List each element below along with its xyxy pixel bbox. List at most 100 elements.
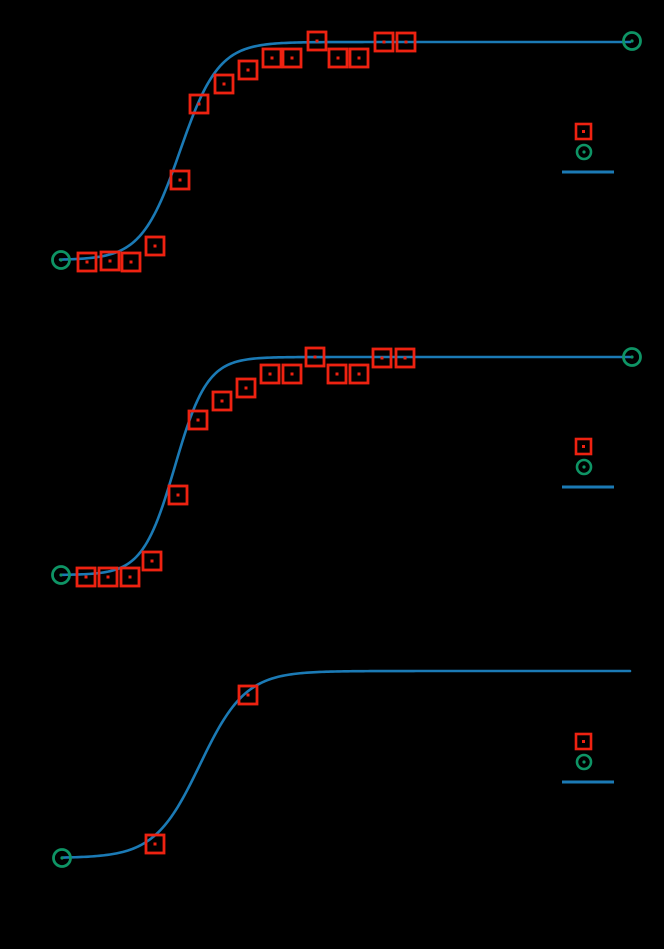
square-marker-outline — [188, 93, 210, 115]
square-marker-red-icon — [574, 122, 593, 141]
square-marker-outline — [348, 363, 370, 385]
legend-entry-line — [560, 774, 620, 796]
panel-3 — [0, 630, 664, 949]
square-marker-center — [129, 260, 133, 264]
square-marker-center — [150, 559, 154, 563]
square-marker-center — [222, 82, 226, 86]
square-marker-red — [144, 235, 166, 257]
square-marker-center — [246, 68, 250, 72]
circle-marker-green — [52, 848, 72, 868]
square-marker-center — [380, 356, 384, 360]
legend-entry-square — [560, 730, 620, 752]
panel-1 — [0, 0, 664, 315]
square-marker-outline — [306, 30, 328, 52]
square-marker-red — [281, 363, 303, 385]
circle-marker-center — [630, 39, 634, 43]
square-marker-outline — [394, 347, 416, 369]
square-marker-center — [246, 693, 250, 697]
circle-marker-green — [622, 31, 642, 51]
fitted-curve — [60, 355, 632, 577]
legend-entry-line — [560, 479, 620, 501]
square-marker-center — [403, 356, 407, 360]
square-marker-red-icon — [574, 437, 593, 456]
square-marker-outline — [144, 833, 166, 855]
circle-marker-green-icon — [575, 458, 593, 476]
square-marker-red — [395, 31, 417, 53]
square-marker-outline — [348, 47, 370, 69]
square-marker-outline — [97, 566, 119, 588]
square-marker-red — [348, 47, 370, 69]
square-marker-center — [357, 372, 361, 376]
square-marker-red — [99, 250, 121, 272]
square-marker-center — [128, 575, 132, 579]
square-marker-red — [120, 251, 142, 273]
circle-marker-green-icon — [575, 143, 593, 161]
square-marker-center — [382, 40, 386, 44]
square-marker-outline — [326, 363, 348, 385]
square-marker-red — [373, 31, 395, 53]
square-marker-outline — [144, 235, 166, 257]
square-marker-outline — [119, 566, 141, 588]
square-marker-red — [261, 47, 283, 69]
square-marker-outline — [259, 363, 281, 385]
square-marker-outline — [187, 409, 209, 431]
square-marker-center — [335, 372, 339, 376]
circle-marker-center — [59, 258, 63, 262]
square-marker-center — [268, 372, 272, 376]
circle-marker-outline — [51, 565, 71, 585]
square-marker-outline — [211, 390, 233, 412]
square-marker-center — [220, 399, 224, 403]
line-blue-icon — [562, 780, 614, 784]
square-marker-red — [237, 684, 259, 706]
square-marker-red — [75, 566, 97, 588]
panel-1-legend — [560, 120, 620, 186]
square-marker-center — [178, 178, 182, 182]
square-marker-red — [213, 73, 235, 95]
square-marker-red — [306, 30, 328, 52]
square-marker-outline — [235, 377, 257, 399]
square-marker-red — [211, 390, 233, 412]
square-marker-red — [394, 347, 416, 369]
panel-1-plot — [51, 30, 642, 273]
square-marker-outline — [304, 346, 326, 368]
square-marker-center — [108, 259, 112, 263]
square-marker-red — [304, 346, 326, 368]
square-marker-red — [259, 363, 281, 385]
square-marker-red — [327, 47, 349, 69]
square-marker-red — [187, 409, 209, 431]
square-marker-center — [153, 244, 157, 248]
square-marker-outline — [237, 684, 259, 706]
square-marker-center — [176, 493, 180, 497]
square-marker-outline — [141, 550, 163, 572]
circle-marker-outline — [52, 848, 72, 868]
fitted-curve — [60, 669, 632, 859]
circle-marker-green — [51, 250, 71, 270]
legend-entry-circle — [560, 752, 620, 774]
circle-marker-center — [630, 355, 634, 359]
square-marker-red — [281, 47, 303, 69]
square-marker-outline — [395, 31, 417, 53]
square-marker-red — [97, 566, 119, 588]
circle-marker-green-icon — [575, 753, 593, 771]
square-marker-red — [167, 484, 189, 506]
square-marker-outline — [120, 251, 142, 273]
square-marker-outline — [169, 169, 191, 191]
square-marker-center — [290, 56, 294, 60]
circle-marker-center — [60, 856, 64, 860]
square-marker-red — [188, 93, 210, 115]
square-marker-outline — [237, 59, 259, 81]
square-marker-red — [169, 169, 191, 191]
legend-entry-circle — [560, 142, 620, 164]
square-marker-center — [153, 842, 157, 846]
panel-2-plot — [51, 346, 642, 588]
legend-entry-square — [560, 120, 620, 142]
square-marker-red — [326, 363, 348, 385]
square-marker-center — [404, 40, 408, 44]
square-marker-center — [84, 575, 88, 579]
legend-entry-square — [560, 435, 620, 457]
square-marker-red — [76, 251, 98, 273]
panel-2 — [0, 315, 664, 630]
circle-marker-outline — [51, 250, 71, 270]
fitted-curve — [58, 40, 632, 261]
square-marker-outline — [261, 47, 283, 69]
